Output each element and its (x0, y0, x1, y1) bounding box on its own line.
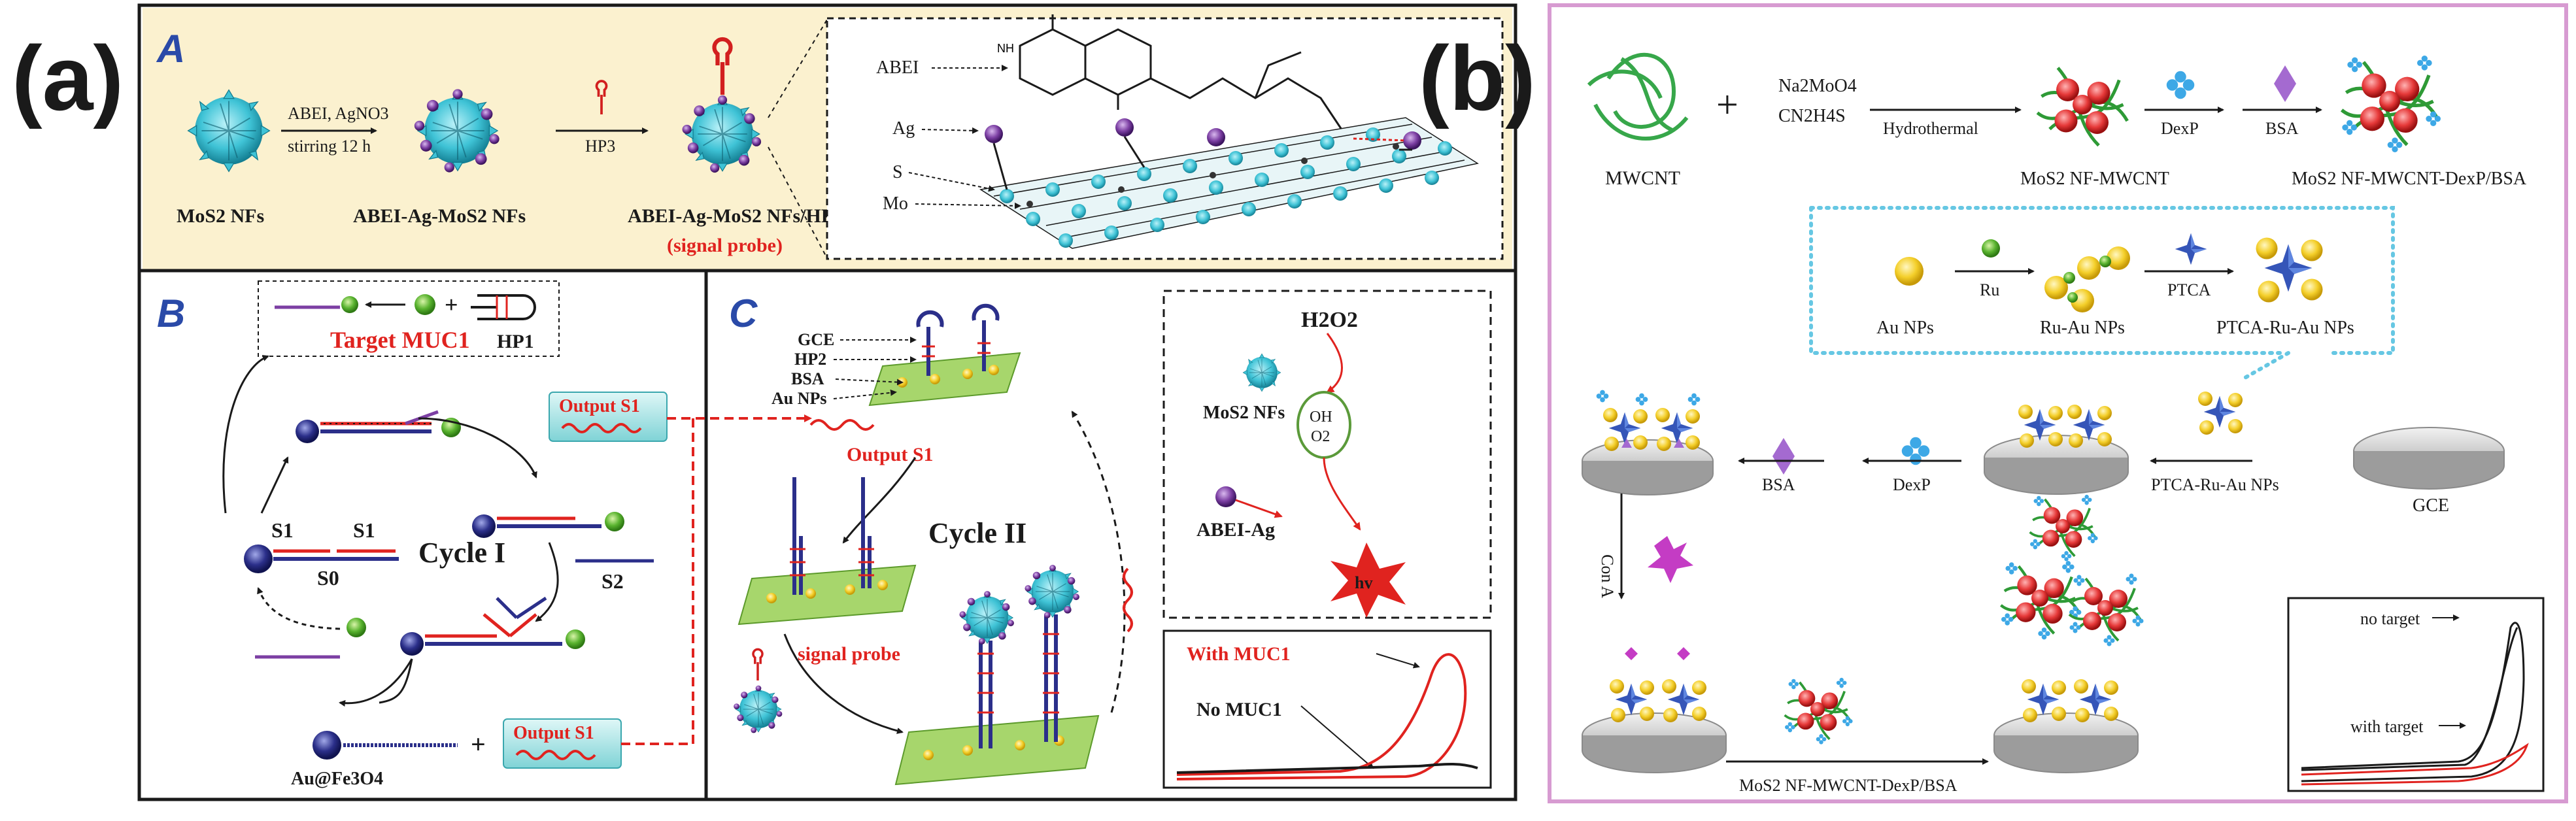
bottom-reagent-label: MoS2 NF-MWCNT-DexP/BSA (1739, 776, 1957, 795)
bsa-label: BSA (2265, 119, 2299, 138)
b-plus: + (471, 729, 486, 759)
mos2-nfs-label: MoS2 NFs (177, 205, 264, 227)
s2-label: S2 (602, 569, 624, 593)
ecl-curve-inset: With MUC1 No MUC1 (1162, 629, 1492, 789)
oh-label: OH (1310, 409, 1332, 426)
panel-b: MWCNT + Na2MoO4 CN2H4S Hydrothermal MoS2… (1548, 3, 2568, 803)
au-fe3o4-label: Au@Fe3O4 (291, 769, 383, 789)
h2o2-label: H2O2 (1301, 308, 1358, 332)
mech-mos2-label: MoS2 NFs (1203, 403, 1285, 423)
mos2-nanoflower (187, 89, 271, 173)
au-np (1895, 257, 1924, 286)
hv-label: hv (1355, 573, 1372, 592)
ptca-label: PTCA (2167, 280, 2211, 299)
output-link-bottom (621, 418, 694, 745)
structure-inset: ABEI NH N (768, 14, 1504, 260)
ecl-mechanism-box: H2O2 MoS2 NFs OH O2 ABEI-Ag hv (1162, 290, 1492, 619)
au-nps-label: Au NPs (1876, 318, 1934, 338)
step1-top-label: ABEI, AgNO3 (288, 104, 389, 123)
row3-dexp-label: DexP (1893, 475, 1931, 494)
nh-label: NH (997, 42, 1014, 55)
electrode-bsa (1582, 390, 1714, 495)
no-target-label: no target (2360, 609, 2420, 628)
section-c: C GCE HP2 BSA Au NPs Output S1 (729, 290, 1492, 789)
section-a-letter: A (156, 27, 185, 71)
hp1-label: HP1 (497, 331, 534, 352)
no-muc1-label: No MUC1 (1196, 699, 1282, 720)
row3-ptca-label: PTCA-Ru-Au NPs (2151, 475, 2279, 494)
s1-left-label: S1 (271, 518, 294, 542)
mos2-lattice (979, 117, 1479, 249)
cycle-ii-label: Cycle II (928, 517, 1026, 549)
section-a: A MoS2 NFs ABEI, AgNO3 stirring 12 h ABE… (139, 8, 1516, 273)
s1-right-label: S1 (353, 518, 375, 542)
gce-label: GCE (798, 330, 834, 349)
inset-mo-label: Mo (883, 193, 908, 214)
panel-a: A MoS2 NFs ABEI, AgNO3 stirring 12 h ABE… (137, 3, 1517, 801)
target-plus: + (445, 292, 458, 318)
row3-bsa-label: BSA (1762, 475, 1795, 494)
electrode-ptca (1984, 405, 2129, 495)
c-au-nps-label: Au NPs (771, 389, 827, 408)
with-muc1-label: With MUC1 (1187, 643, 1291, 665)
section-c-letter: C (729, 292, 758, 335)
abei-ag-mos2-label: ABEI-Ag-MoS2 NFs (353, 205, 526, 227)
o2-label: O2 (1311, 428, 1330, 445)
electrode-cona (1582, 647, 1727, 773)
inset-abei-label: ABEI (876, 58, 919, 78)
mwcnt (1587, 52, 1689, 141)
gce-label-b: GCE (2413, 495, 2449, 516)
ptca-ru-au-nps-label: PTCA-Ru-Au NPs (2216, 318, 2354, 338)
inset-s-label: S (892, 162, 903, 182)
c-signal-probe-label: signal probe (798, 643, 900, 665)
bare-gce (2353, 427, 2505, 490)
c-bsa-label: BSA (791, 369, 824, 388)
mos2-mwcnt-label: MoS2 NF-MWCNT (2020, 169, 2169, 189)
section-b-letter: B (157, 292, 185, 335)
abei-ag-label: ABEI-Ag (1196, 519, 1275, 541)
c-output-s1-label: Output S1 (847, 444, 934, 465)
reagent2-label: CN2H4S (1778, 106, 1846, 126)
b-plus: + (1716, 83, 1738, 126)
panel-b-label: (b) (1419, 27, 1536, 129)
ptca-dotted-box (1809, 206, 2395, 355)
inset-ag-label: Ag (892, 118, 915, 139)
hydrothermal-label: Hydrothermal (1883, 119, 1978, 138)
output-s1-box-top: Output S1 (549, 392, 668, 442)
target-muc1-label: Target MUC1 (330, 327, 470, 353)
hp3-label: HP3 (585, 137, 615, 156)
output-s1-top-label: Output S1 (559, 396, 640, 416)
electrode-final (1993, 495, 2144, 773)
hp2-label: HP2 (794, 350, 826, 369)
cycle-i-label: Cycle I (418, 537, 505, 569)
signal-probe-label: (signal probe) (667, 235, 783, 256)
dexp-label: DexP (2161, 119, 2199, 138)
ru-au-nps-label: Ru-Au NPs (2040, 318, 2125, 338)
s0-label: S0 (317, 566, 339, 590)
mos2-mwcnt-dexp-bsa-label: MoS2 NF-MWCNT-DexP/BSA (2292, 169, 2527, 189)
mwcnt-label: MWCNT (1605, 167, 1680, 189)
output-s1-bottom-label: Output S1 (513, 723, 594, 743)
abei-ag-mos2-hp3-label: ABEI-Ag-MoS2 NFs/HP3 (628, 205, 843, 227)
reagent1-label: Na2MoO4 (1778, 76, 1857, 96)
cycle-i: S2 S1 S1 S0 Cycle I (222, 355, 654, 789)
ru-label: Ru (1980, 280, 1999, 299)
section-b: B + Target MUC1 HP1 (157, 280, 812, 789)
panel-a-label: (a) (12, 27, 124, 129)
with-target-label: with target (2350, 717, 2424, 736)
con-a-label: Con A (1598, 554, 1617, 598)
output-s1-box-bottom: Output S1 (503, 718, 622, 769)
cv-inset: no target with target (2287, 597, 2545, 792)
step1-bottom-label: stirring 12 h (288, 137, 371, 156)
